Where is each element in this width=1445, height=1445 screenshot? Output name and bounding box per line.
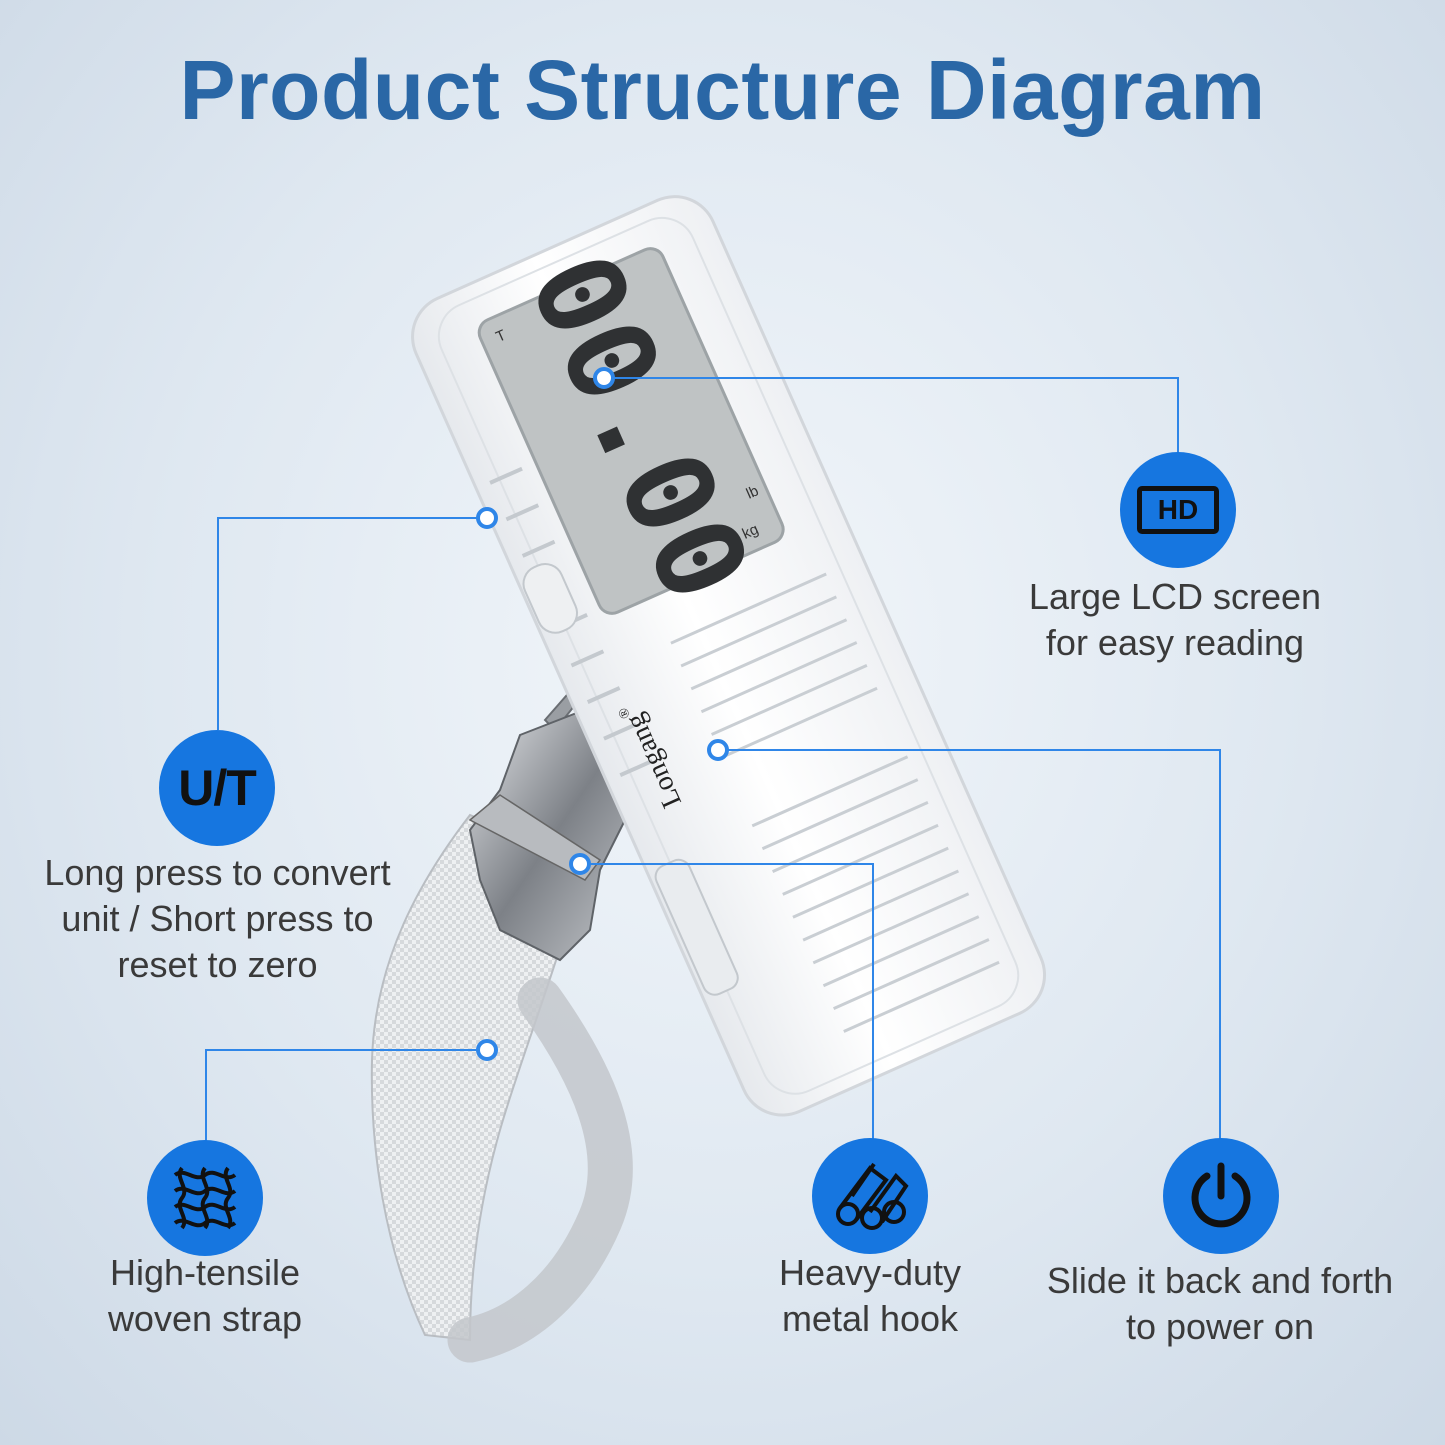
strap-badge (147, 1140, 263, 1256)
page-title: Product Structure Diagram (179, 43, 1266, 137)
power-feature-label: Slide it back and forth to power on (1046, 1260, 1394, 1347)
ut-feature-label: Long press to convert unit / Short press… (44, 852, 391, 985)
hook-feature-label: Heavy-duty metal hook (778, 1252, 962, 1339)
ut-button (522, 563, 579, 634)
ut-icon: U/T (178, 760, 257, 816)
woven-fabric-icon (173, 1166, 237, 1230)
hd-icon: HD (1137, 486, 1219, 534)
metal-rods-icon (836, 1162, 909, 1230)
lcd-unit-kg: kg (740, 521, 761, 543)
strap-feature-label: High-tensile woven strap (107, 1252, 303, 1339)
callout-dots (476, 367, 729, 1061)
power-badge (1163, 1138, 1279, 1254)
scale-body: 00.00 T kg lb Longang® (411, 195, 1047, 1117)
lcd-feature-label: Large LCD screen for easy reading (1028, 576, 1322, 663)
hd-badge: HD (1120, 452, 1236, 568)
power-icon (1191, 1162, 1251, 1228)
ut-badge: U/T (159, 730, 275, 846)
callout-lines (205, 377, 1221, 1143)
lcd-screen (477, 247, 785, 615)
hook-badge (812, 1138, 928, 1254)
